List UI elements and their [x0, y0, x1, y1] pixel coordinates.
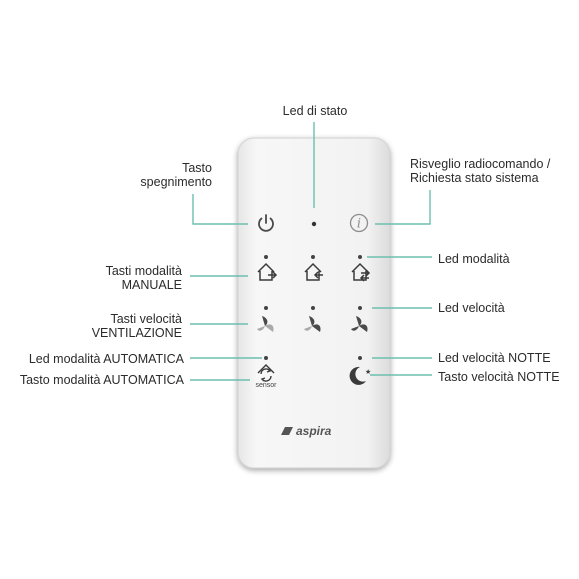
- label-led-automatica: Led modalità AUTOMATICA: [28, 352, 184, 366]
- moon-icon: ★: [349, 366, 371, 385]
- brand-name: aspira: [296, 424, 332, 438]
- label-tasti-manuale: Tasti modalità MANUALE: [70, 264, 182, 292]
- sensor-icon: [257, 364, 275, 382]
- label-tasto-spegnimento-line2: spegnimento: [140, 175, 212, 189]
- power-icon: [258, 214, 274, 232]
- label-tasti-velocita: Tasti velocità VENTILAZIONE: [70, 312, 182, 340]
- fan-speed-icon-2: [304, 316, 321, 332]
- info-icon: i: [349, 213, 369, 233]
- label-led-modalita: Led modalità: [438, 252, 510, 266]
- status-led: [311, 221, 317, 227]
- label-risveglio-line1: Risveglio radiocomando /: [410, 157, 551, 171]
- sensor-label: sensor: [255, 382, 277, 389]
- label-risveglio-line2: Richiesta stato sistema: [410, 171, 539, 185]
- svg-text:★: ★: [365, 368, 371, 376]
- brand-logo-icon: [281, 427, 293, 435]
- fan-speed-icon-3: [351, 316, 368, 332]
- label-tasti-manuale-line1: Tasti modalità: [105, 264, 182, 278]
- leader-risveglio: [375, 190, 431, 225]
- label-led-velocita: Led velocità: [438, 301, 505, 315]
- leader-lines: [190, 122, 432, 381]
- mode-led-2: [311, 255, 315, 259]
- label-led-stato: Led di stato: [282, 104, 348, 118]
- house-mode-icon-3: [351, 262, 371, 282]
- speed-led-2: [311, 306, 315, 310]
- speed-led-1: [264, 306, 268, 310]
- mode-led-1: [264, 255, 268, 259]
- label-tasto-spegnimento-line1: Tasto: [182, 161, 212, 175]
- label-tasto-spegnimento: Tasto spegnimento: [112, 161, 212, 189]
- label-led-notte: Led velocità NOTTE: [438, 351, 551, 365]
- house-mode-icon-2: [304, 262, 323, 281]
- fan-speed-icon-1: [257, 316, 274, 332]
- label-risveglio: Risveglio radiocomando / Richiesta stato…: [410, 157, 575, 185]
- label-tasti-velocita-line2: VENTILAZIONE: [91, 326, 182, 340]
- mode-led-3: [358, 255, 362, 259]
- auto-mode-led: [264, 356, 268, 360]
- house-mode-icon-1: [257, 262, 278, 281]
- label-tasto-automatica: Tasto modalità AUTOMATICA: [19, 373, 184, 387]
- label-tasti-manuale-line2: MANUALE: [121, 278, 182, 292]
- leader-tasto-spegnimento: [192, 194, 248, 225]
- label-tasti-velocita-line1: Tasti velocità: [110, 312, 182, 326]
- svg-text:i: i: [357, 217, 361, 232]
- speed-led-3: [358, 306, 362, 310]
- label-tasto-notte: Tasto velocità NOTTE: [438, 370, 560, 384]
- night-speed-led: [358, 356, 362, 360]
